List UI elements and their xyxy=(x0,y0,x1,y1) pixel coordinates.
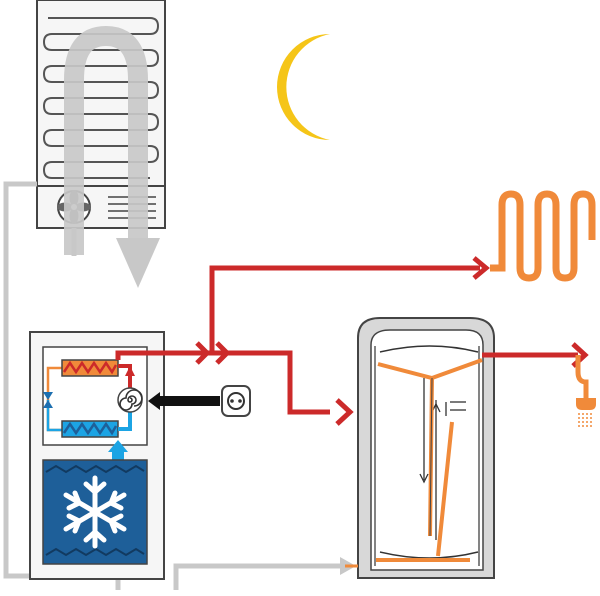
outdoor-coil xyxy=(42,17,160,179)
crescent-moon-icon xyxy=(277,34,330,140)
heat-pump-unit xyxy=(29,331,165,580)
hot-water-storage-tank xyxy=(357,317,495,579)
expansion-valve-icon xyxy=(43,392,53,408)
evaporator-coil xyxy=(61,420,119,438)
shower-icon xyxy=(575,355,596,428)
condenser-coil xyxy=(61,359,119,377)
radiator-coil-icon xyxy=(490,190,596,282)
power-plug xyxy=(148,385,251,417)
plug-icon xyxy=(227,392,245,410)
cold-flow-arrow xyxy=(108,440,128,460)
hot-water-pipes xyxy=(115,265,480,415)
spiral-icon xyxy=(117,387,143,413)
air-flow-through-unit xyxy=(64,25,160,288)
snowflake-icon xyxy=(63,475,127,549)
